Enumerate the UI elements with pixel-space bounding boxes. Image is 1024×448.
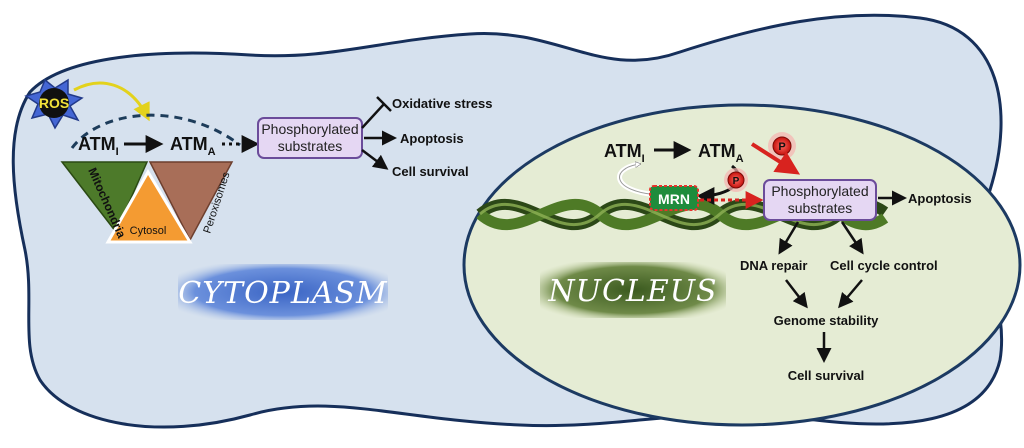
cytoplasm-dashed-arc [70,113,241,149]
cytoplasm-label: CYTOPLASM [178,276,388,311]
nuc-atm-inactive: ATMI [604,141,645,165]
nucleus [462,103,1022,427]
cytoplasm-label-bg [178,264,388,320]
nuc-substrates-line2: substrates [788,200,853,216]
genome-stability-label: Genome stability [774,313,880,328]
oxidative-stress-bar [376,96,392,112]
repair-to-genome-arrow [785,279,808,309]
dna-repair-label: DNA repair [740,258,807,273]
peroxisomes-shape [148,161,234,242]
organelle-triangles [60,161,234,244]
mrn-box [649,185,699,211]
cell-cycle-label: Cell cycle control [830,258,938,273]
ros-arrow [73,81,150,122]
cyto-apoptosis-label: Apoptosis [400,131,464,146]
survival-arrow-cyto [361,149,389,170]
ros-label: ROS [39,95,69,111]
cyto-atm-active: ATMA [170,134,216,158]
nuc-apoptosis-label: Apoptosis [908,191,972,206]
nuc-atm-active: ATMA [698,141,744,165]
cell-cycle-arrow [840,221,864,255]
oxidative-stress-label: Oxidative stress [392,96,492,111]
phospho-circle-small [724,168,748,192]
oxidative-stress-inhibit [361,103,385,129]
cytosol-label: Cytosol [130,225,167,237]
nucleus-label: NUCLEUS [547,274,717,309]
phospho-label-small: P [733,176,740,187]
cyto-substrates-line2: substrates [278,138,343,154]
phospho-label-large: P [778,141,785,153]
cyto-substrates-line1: Phosphorylated [261,121,358,137]
nucleus-label-bg [540,262,726,318]
phospho-red-arrow [750,142,801,175]
cyto-substrates-box [257,117,363,159]
nuc-survival-label: Cell survival [788,368,865,383]
ros-star [24,78,84,130]
mrn-label: MRN [658,191,690,207]
cytosol-shape [105,169,193,244]
nuc-substrates-line1: Phosphorylated [771,183,868,199]
cycle-to-genome-arrow [838,279,863,309]
nuc-substrates-box [763,179,877,221]
cyto-survival-label: Cell survival [392,164,469,179]
dna-repair-arrow [778,221,800,255]
mitochondria-shape [60,161,149,234]
cyto-atm-inactive: ATMI [78,134,119,158]
